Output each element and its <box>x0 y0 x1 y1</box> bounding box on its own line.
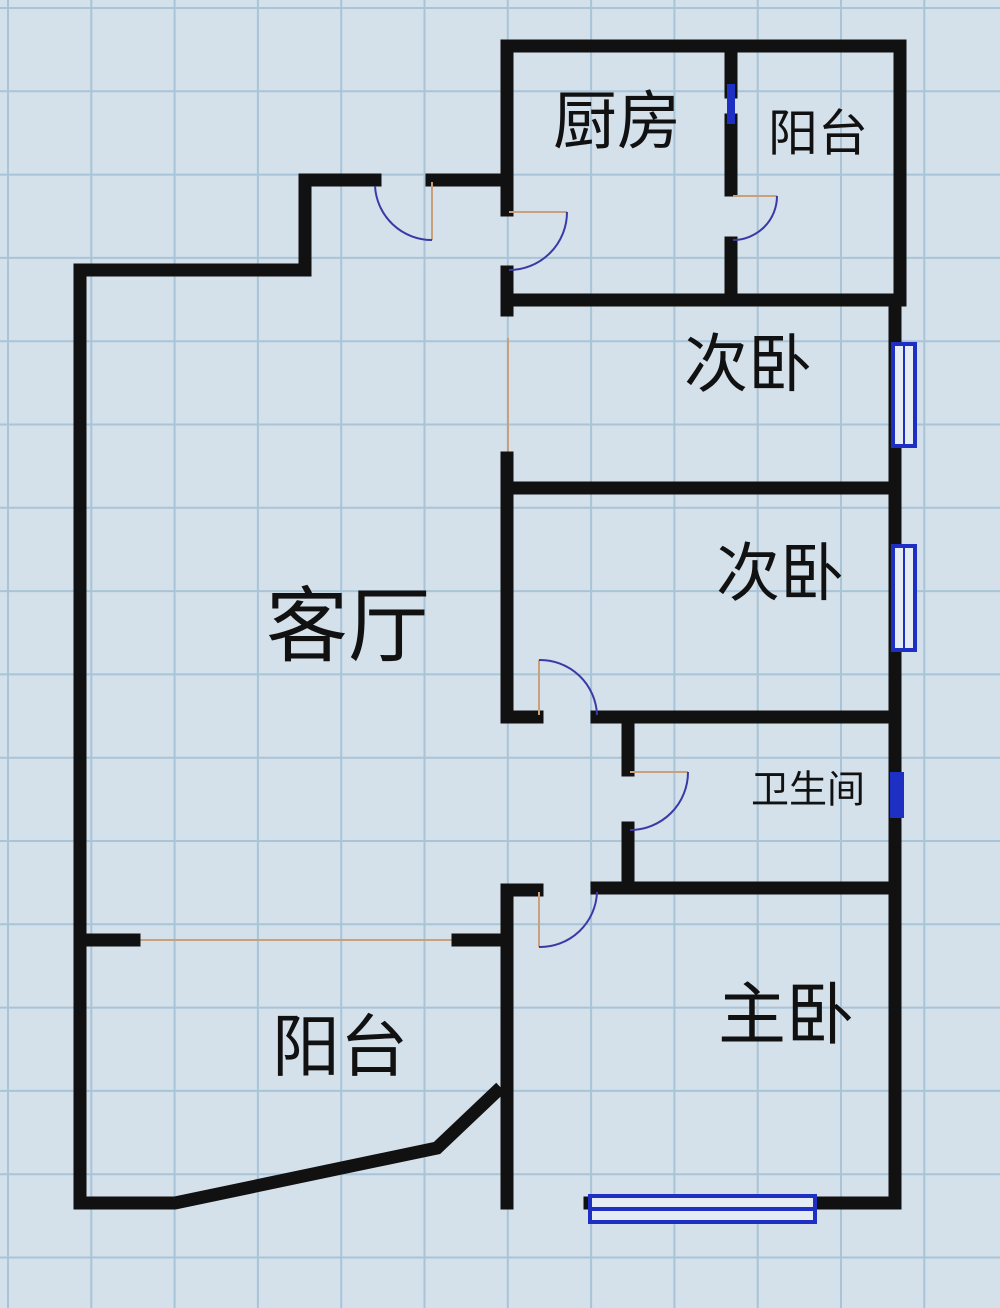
door-leaves <box>431 182 777 947</box>
bedroom-2-window <box>891 544 917 652</box>
bedroom-1-window <box>891 342 917 448</box>
room-label-balcony-south: 阳台 <box>272 1009 408 1088</box>
room-label-living-room: 客厅 <box>266 579 430 674</box>
door-swings <box>374 185 778 949</box>
outer-wall-west <box>73 173 382 1210</box>
outer-wall-north-east <box>500 39 907 307</box>
room-label-secondary-bedroom-2: 次卧 <box>716 538 844 612</box>
room-label-bathroom: 卫生间 <box>751 768 865 812</box>
room-label-balcony-north: 阳台 <box>768 105 868 163</box>
balcony-door-swing <box>732 195 778 241</box>
open-boundaries <box>134 338 509 941</box>
windows <box>588 84 917 1224</box>
entry-door-swing <box>374 185 433 242</box>
room-label-secondary-bedroom-1: 次卧 <box>684 329 812 403</box>
kitchen-window-frame <box>727 84 735 124</box>
master-door-swing <box>538 891 598 949</box>
bathroom-door-swing <box>629 771 689 831</box>
bathroom-window-frame <box>890 772 904 818</box>
room-label-master-bedroom: 主卧 <box>718 977 854 1056</box>
bathroom-window <box>890 772 904 818</box>
bedroom-2-door-swing <box>538 658 598 716</box>
kitchen-door-swing <box>508 211 568 271</box>
room-label-kitchen: 厨房 <box>553 86 681 160</box>
master-bedroom-window <box>588 1194 817 1224</box>
room-labels: 厨房 阳台 次卧 次卧 客厅 卫生间 主卧 阳台 <box>266 86 868 1088</box>
master-bedroom-west-wall <box>500 883 544 1210</box>
balcony-south-wall <box>73 1082 506 1210</box>
kitchen-window <box>727 84 735 124</box>
